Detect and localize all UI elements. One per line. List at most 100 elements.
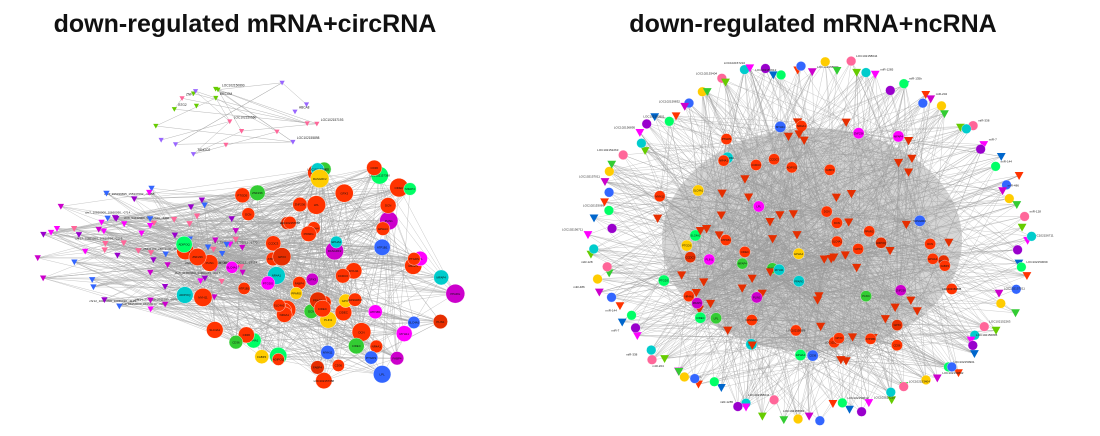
network-edge [43, 243, 274, 279]
network-edge [281, 82, 307, 105]
mrna-node [975, 144, 986, 155]
mrna-node [272, 298, 286, 312]
node-label: LOC102158044 [748, 393, 770, 397]
network-edge [744, 178, 944, 261]
network-edge [779, 214, 945, 266]
node-label: TANGO2 [197, 148, 210, 152]
mrna-node [776, 70, 787, 80]
node-label: SLC4A1 [227, 266, 238, 270]
mrna-node [824, 164, 836, 176]
network-edge [659, 196, 871, 340]
network-edge [836, 197, 1017, 205]
mrna-node [820, 56, 831, 67]
network-edge [98, 229, 254, 341]
ncrna-node [617, 318, 627, 327]
circrna-node [70, 226, 78, 232]
node-label: miR-7 [611, 329, 619, 333]
network-edge [193, 93, 308, 124]
mrna-node [396, 325, 413, 342]
network-edge [334, 188, 411, 252]
circrna-node [89, 277, 96, 283]
network-edge [242, 195, 346, 301]
network-edge [609, 126, 781, 172]
circrna-node [190, 152, 196, 157]
network-edge [217, 89, 308, 124]
node-label: NR4A1 [272, 274, 282, 278]
ncrna-node [747, 274, 757, 284]
network-edge [195, 90, 216, 99]
node-label: LOC102157388 [314, 379, 335, 383]
node-label: chr1_32770000_32770012_-1770 [212, 240, 258, 244]
mrna-node [300, 225, 317, 242]
node-label: CD36 [894, 343, 901, 347]
network-edge [751, 71, 813, 321]
circrna-node [47, 229, 55, 236]
node-label: FABP4 [257, 355, 266, 359]
mrna-node [863, 225, 875, 238]
network-edge [700, 317, 747, 404]
mrna-node [228, 335, 243, 350]
network-edge [153, 259, 405, 334]
network-edge [846, 122, 972, 341]
mrna-node [241, 207, 255, 221]
mrna-node [630, 322, 641, 333]
network-edge [770, 271, 813, 356]
mrna-node [369, 339, 383, 354]
network-edge [644, 150, 722, 216]
network-edge [793, 175, 1020, 215]
network-edge [657, 148, 981, 219]
node-label: CCDC3 [751, 163, 761, 167]
network-edge [356, 175, 380, 346]
circrna-node [290, 139, 296, 145]
network-edge [800, 307, 896, 356]
circrna-node [193, 213, 201, 220]
network-edge [798, 253, 801, 356]
network-edge [676, 115, 852, 194]
node-label: MYH11 [655, 194, 664, 198]
node-label: LOC102152263 [597, 148, 619, 152]
network-edge [752, 345, 810, 417]
ncrna-node [1011, 309, 1020, 318]
network-edge [858, 133, 909, 173]
ncrna-node [885, 246, 895, 256]
mrna-node [237, 282, 251, 295]
ncrna-node [901, 220, 911, 230]
network-edge [714, 290, 901, 382]
node-label: LOC102150888 [825, 340, 844, 344]
circrna-node [279, 80, 285, 86]
network-edge [202, 172, 317, 298]
mrna-node [641, 118, 652, 129]
network-edge [804, 140, 944, 261]
network-edge [856, 72, 859, 134]
circrna-node [274, 129, 280, 135]
ncrna-node [826, 255, 836, 264]
network-edge [737, 224, 907, 407]
network-edge [944, 166, 996, 266]
node-label: LOC102156711 [1033, 233, 1054, 237]
network-edge [696, 292, 891, 393]
network-edge [919, 105, 942, 221]
mrna-node [689, 229, 702, 242]
circrna-node [237, 264, 245, 270]
node-label: MECOM [220, 92, 233, 96]
mrna-node [320, 345, 335, 360]
mrna-node [891, 339, 903, 351]
network-edge [742, 206, 759, 289]
network-edge [283, 172, 317, 311]
mrna-node [885, 85, 896, 96]
node-label: LOC102150888 [942, 287, 961, 291]
network-edge [744, 178, 898, 346]
mrna-node [946, 361, 957, 372]
network-edge [838, 122, 847, 339]
node-label: chr2_25631100_25631140_-0289 [136, 247, 181, 251]
mrna-node [272, 247, 292, 267]
network-edge [646, 123, 797, 331]
network-edge [745, 258, 832, 404]
network-edge [248, 213, 309, 234]
network-edge [818, 267, 857, 297]
circrna-node [193, 103, 200, 109]
ncrna-node [723, 326, 733, 335]
circrna-node [101, 297, 108, 303]
network-edge [725, 82, 837, 198]
ncrna-node [745, 64, 755, 73]
